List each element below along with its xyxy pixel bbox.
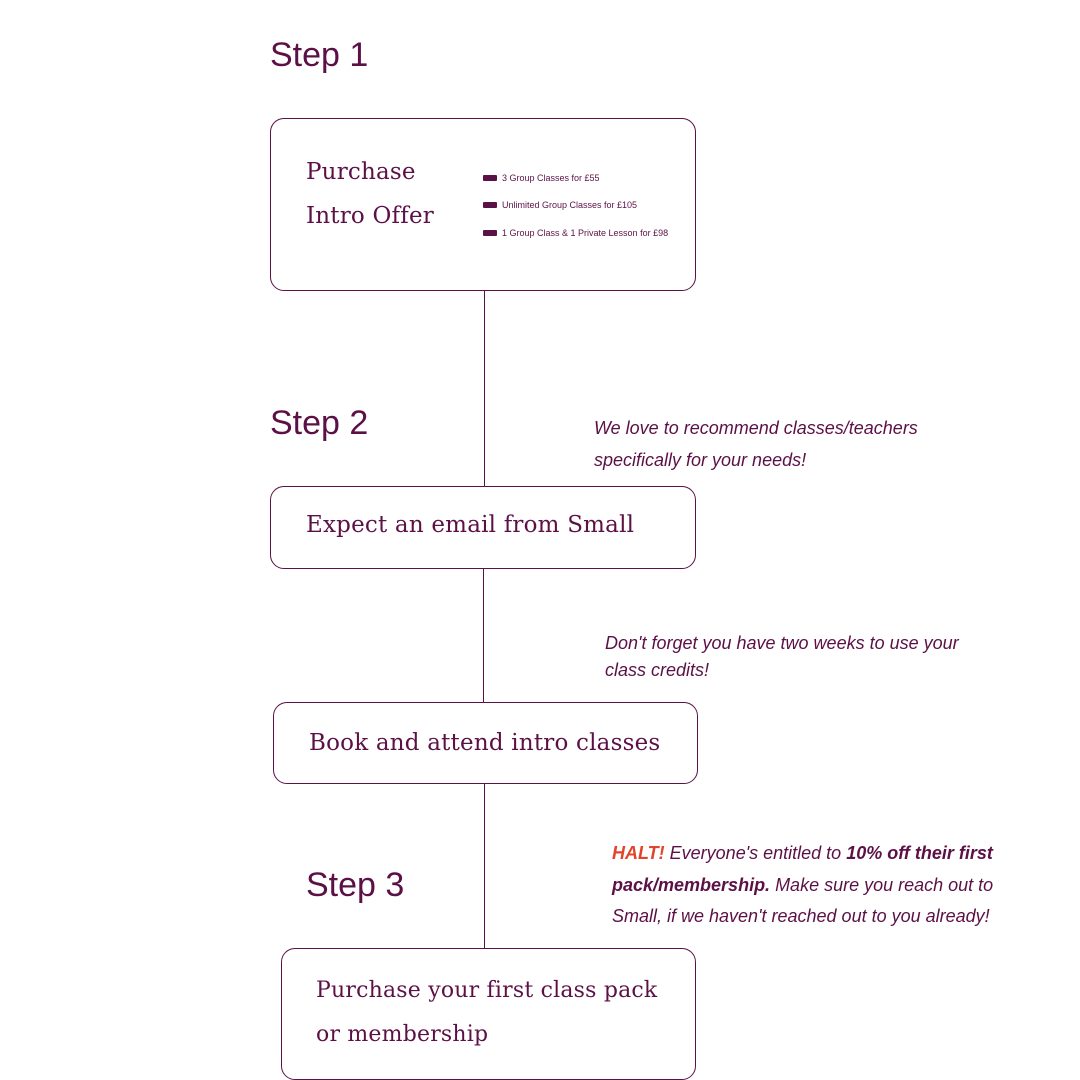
step-3-label: Step 3 [306,866,405,904]
intro-offer-box: Purchase Intro Offer 3 Group Classes for… [270,118,696,291]
credits-note-line1: Don't forget you have two weeks to use y… [605,633,959,653]
purchase-pack-title-line1: Purchase your first class pack [316,978,658,1003]
credits-note: Don't forget you have two weeks to use y… [605,630,959,684]
book-classes-title: Book and attend intro classes [309,730,661,756]
intro-offer-title-line2: Intro Offer [306,203,434,229]
book-classes-box: Book and attend intro classes [273,702,698,784]
email-box: Expect an email from Small [270,486,696,569]
email-box-title: Expect an email from Small [306,512,635,538]
intro-offer-title-line1: Purchase [306,159,416,185]
connector-line-3 [484,784,485,948]
connector-line-2 [483,568,484,702]
connector-line-1 [484,290,485,486]
halt-note: HALT! Everyone's entitled to 10% off the… [612,838,994,933]
bullet-icon [483,174,497,181]
purchase-pack-title: Purchase your first class pack or member… [316,969,657,1057]
halt-text-1: Everyone's entitled to [664,843,847,863]
intro-offer-list: 3 Group Classes for £55 Unlimited Group … [483,164,668,247]
bullet-icon [483,229,497,236]
offer-item: 3 Group Classes for £55 [483,164,668,192]
purchase-pack-box: Purchase your first class pack or member… [281,948,696,1080]
purchase-pack-title-line2: or membership [316,1022,489,1047]
offer-item-label: 1 Group Class & 1 Private Lesson for £98 [502,227,669,238]
halt-word: HALT! [612,843,665,863]
step-2-label: Step 2 [270,404,369,442]
step-1-label: Step 1 [270,36,369,74]
recommend-note: We love to recommend classes/teachers sp… [594,412,918,476]
bullet-icon [483,202,497,209]
halt-discount: 10% off their first pack/membership. [612,843,993,895]
offer-item-label: Unlimited Group Classes for £105 [502,200,638,211]
halt-text-2: Make sure you reach out to Small, if we … [612,874,994,927]
offer-item-label: 3 Group Classes for £55 [502,172,600,183]
credits-note-line2: class credits! [605,660,710,680]
intro-offer-title: Purchase Intro Offer [306,150,434,238]
offer-item: Unlimited Group Classes for £105 [483,192,668,220]
recommend-note-line1: We love to recommend classes/teachers [594,418,918,438]
offer-item: 1 Group Class & 1 Private Lesson for £98 [483,219,668,247]
recommend-note-line2: specifically for your needs! [594,450,807,470]
